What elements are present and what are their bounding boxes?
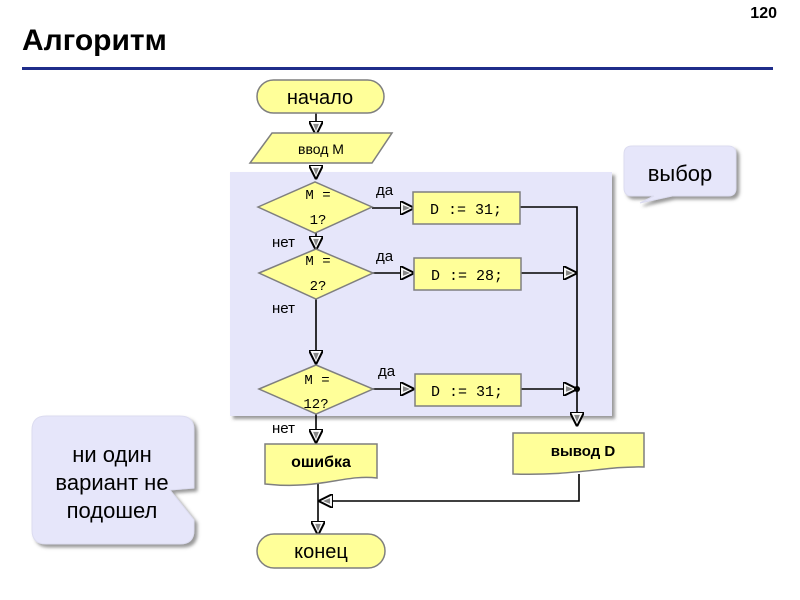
decision-2 (257, 248, 375, 300)
connectors (316, 113, 579, 534)
start-terminator (256, 79, 385, 114)
connector-action1-merge (520, 206, 577, 425)
output-block (512, 432, 645, 476)
error-output-block (264, 443, 378, 487)
choice-callout-text: выбор (648, 161, 713, 186)
slide-number: 120 (750, 5, 777, 22)
connector-output-join (320, 474, 580, 501)
no-match-callout-line1: ни один (72, 442, 152, 467)
decision-2-line2: 2? (310, 279, 327, 295)
slide-title: Алгоритм (22, 24, 167, 57)
decision-3-line2: 12? (303, 397, 328, 413)
output-label: вывод D (551, 443, 616, 460)
decision-2-line1: M = (305, 254, 330, 270)
no-match-callout-line2: вариант не (55, 470, 168, 495)
action-1 (412, 191, 521, 225)
end-terminator (256, 533, 386, 569)
decision-1-line1: M = (305, 188, 330, 204)
decision-1-no-label: нет (272, 234, 295, 251)
action-3 (414, 373, 522, 407)
input-block (248, 132, 394, 164)
decision-1-line2: 1? (310, 213, 327, 229)
decision-3-yes-label: да (378, 363, 396, 380)
action-2-label: D := 28; (431, 268, 503, 285)
decision-2-yes-label: да (376, 248, 394, 265)
end-label: конец (294, 541, 348, 563)
action-3-label: D := 31; (431, 384, 503, 401)
decision-3-no-label: нет (272, 420, 295, 437)
decision-3-line1: M = (304, 373, 329, 389)
decision-1 (256, 181, 374, 234)
input-label: ввод M (298, 141, 344, 157)
decision-2-no-label: нет (272, 300, 295, 317)
action-1-label: D := 31; (430, 202, 502, 219)
decision-3 (257, 364, 375, 415)
merge-point (574, 386, 580, 392)
decision-1-yes-label: да (376, 182, 394, 199)
title-divider (22, 67, 773, 70)
error-output-label: ошибка (291, 454, 351, 471)
no-match-callout-line3: подошел (67, 498, 158, 523)
start-label: начало (287, 87, 353, 109)
no-match-callout (31, 415, 195, 545)
choice-callout (623, 145, 737, 204)
action-2 (413, 257, 522, 291)
